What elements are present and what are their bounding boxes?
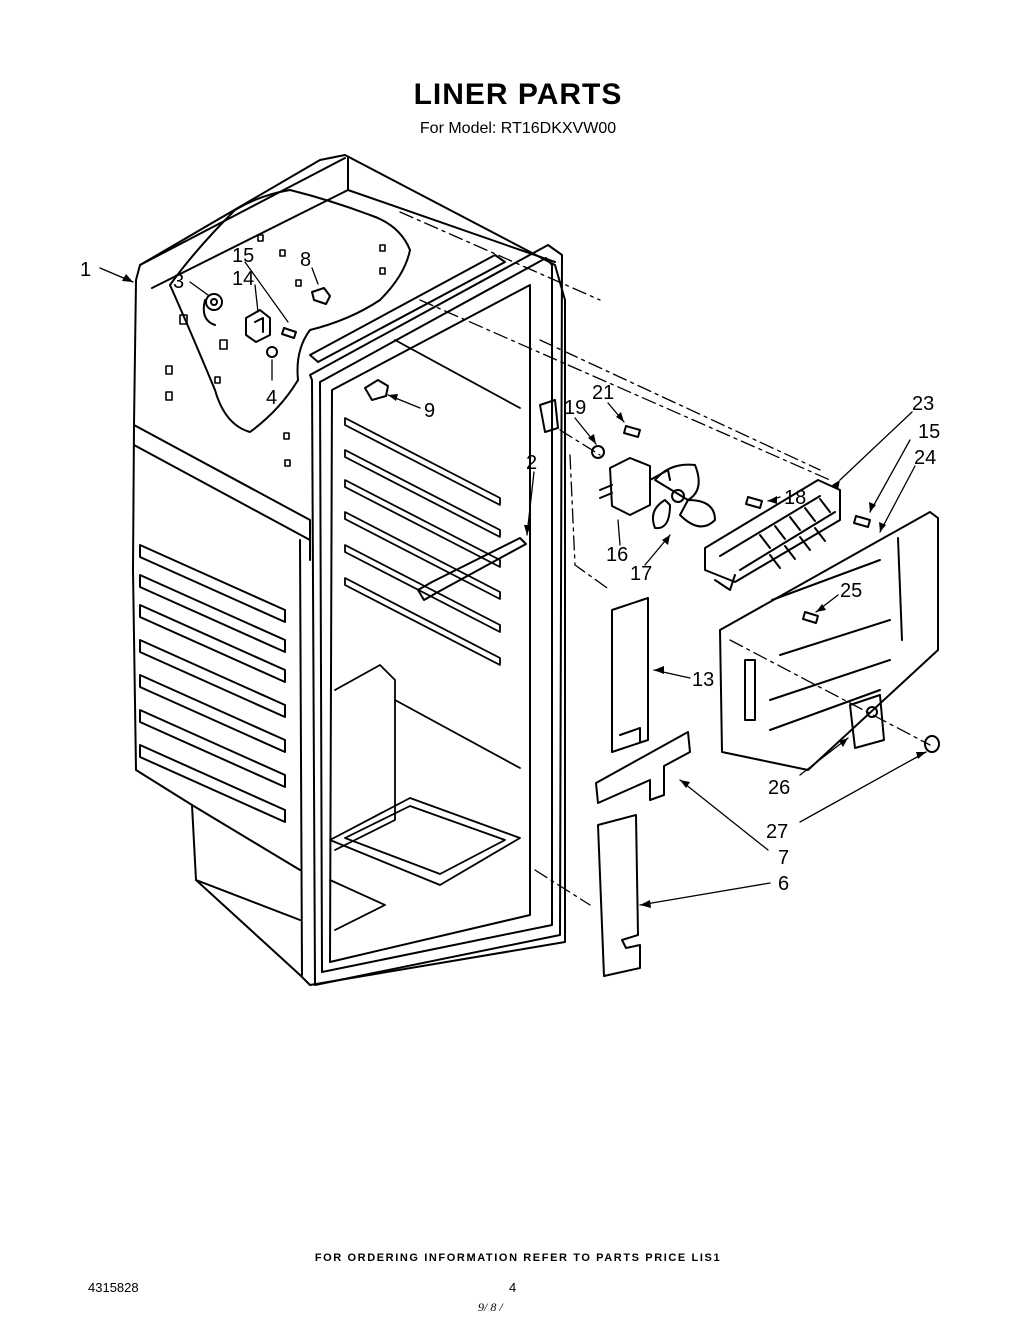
callout-9: 9 [424,400,435,422]
callout-7: 7 [778,847,789,869]
fan-motor-part-16 [599,457,671,516]
callout-6: 6 [778,873,789,895]
duct-part-13 [611,597,649,753]
callout-4: 4 [266,387,277,409]
callout-21: 21 [592,382,614,404]
front-frame [309,244,563,986]
rear-panel-part-24 [719,511,939,771]
callout-8: 8 [300,249,311,271]
light-socket-part-9 [364,379,389,401]
screw-part-15-left [281,327,297,339]
callout-15-right: 15 [918,421,940,443]
callout-14: 14 [232,268,254,290]
screw-part-15-right [853,515,871,528]
cover-part-26 [849,694,885,749]
page-number: 4 [509,1280,517,1295]
cutaway-details [165,234,386,467]
liner-rails [344,339,521,666]
handwritten-mark: 9/ 8 / [478,1300,503,1314]
callout-18: 18 [784,487,806,509]
ordering-info-note: FOR ORDERING INFORMATION REFER TO PARTS … [314,1252,722,1264]
callout-numbers: 1 3 15 14 8 4 9 2 19 21 18 23 15 24 25 1… [80,245,940,895]
callout-27: 27 [766,821,788,843]
callout-25: 25 [840,580,862,602]
liner-floor [329,664,521,931]
screw-part-4 [266,346,278,358]
duct-part-6 [597,814,641,977]
cutaway-outline [169,189,411,433]
screw-part-21 [623,425,641,438]
bracket-part-top [539,399,559,433]
arrowheads [122,274,926,908]
callout-24: 24 [914,447,936,469]
plug-part-27 [924,735,940,753]
callout-13: 13 [692,669,714,691]
cabinet-liner [132,154,566,986]
callout-15-left: 15 [232,245,254,267]
sensor-part-2 [417,537,527,601]
switch-part-14 [245,309,271,343]
fan-blade-part-17 [652,463,716,530]
callout-1: 1 [80,259,91,281]
callout-19: 19 [564,397,586,419]
page-title: LINER PARTS [413,78,623,111]
clip-part-8 [311,287,331,305]
leader-lines [99,261,927,906]
thermostat-part-3 [202,293,223,326]
callout-26: 26 [768,777,790,799]
projection-lines [399,211,931,906]
grommet-part-19 [591,445,605,459]
baffle-part-7 [595,731,691,804]
evaporator-grille-part-23 [704,479,841,591]
callout-23: 23 [912,393,934,415]
model-subtitle: For Model: RT16DKXVW00 [419,120,617,137]
document-number: 4315828 [88,1280,139,1295]
callout-2: 2 [526,452,537,474]
callout-17: 17 [630,563,652,585]
callout-16: 16 [606,544,628,566]
callout-3: 3 [173,271,184,293]
screw-part-18 [745,496,763,509]
screw-part-25 [802,611,819,624]
